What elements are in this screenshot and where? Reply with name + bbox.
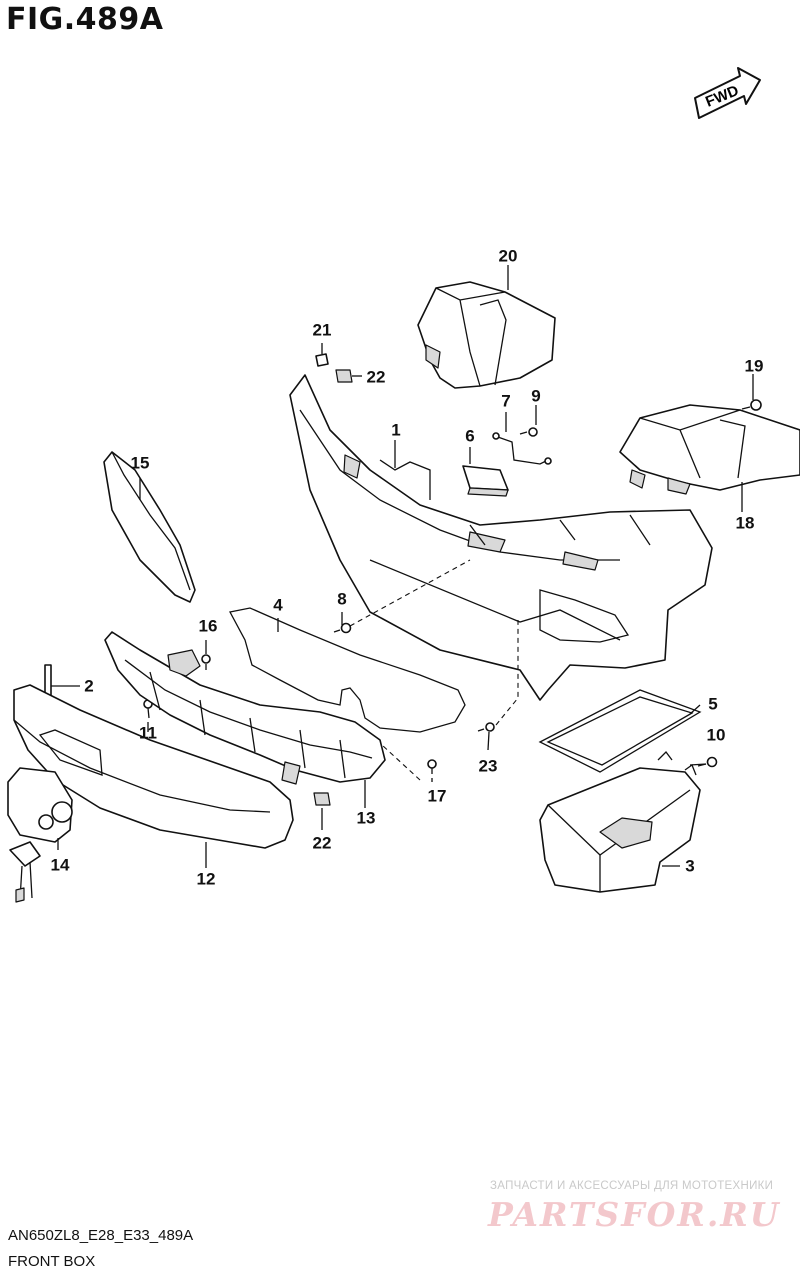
part-12-front-lid[interactable] (13, 684, 294, 849)
callout-21[interactable]: 21 (312, 320, 332, 340)
leader-lines (57, 265, 754, 868)
part-21-nut[interactable] (315, 353, 329, 367)
callout-17[interactable]: 17 (427, 786, 447, 806)
callout-4[interactable]: 4 (273, 595, 283, 615)
callout-6[interactable]: 6 (465, 426, 475, 446)
callout-20[interactable]: 20 (498, 246, 518, 266)
callout-1[interactable]: 1 (391, 420, 401, 440)
part-19-screw[interactable] (741, 399, 762, 411)
figure-name: FRONT BOX (8, 1253, 96, 1270)
part-9-screw[interactable] (519, 427, 538, 437)
part-20-upper-cover[interactable] (417, 281, 556, 389)
part-18-right-side-cover[interactable] (619, 404, 800, 495)
part-13-inner-frame[interactable] (104, 631, 386, 785)
part-16-screw[interactable] (201, 654, 211, 670)
callout-22-lower[interactable]: 22 (312, 833, 332, 853)
part-15-left-side-cover[interactable] (103, 451, 196, 603)
callout-15[interactable]: 15 (130, 453, 150, 473)
part-17-screw[interactable] (381, 744, 437, 781)
figure-title: FIG.489A (6, 2, 164, 37)
callout-10[interactable]: 10 (706, 725, 726, 745)
callout-14[interactable]: 14 (50, 855, 70, 875)
callout-9[interactable]: 9 (531, 386, 541, 406)
callout-2[interactable]: 2 (84, 676, 94, 696)
forward-direction-badge: FWD (694, 67, 761, 119)
callout-5[interactable]: 5 (708, 694, 718, 714)
callout-3[interactable]: 3 (685, 856, 695, 876)
callout-11[interactable]: 11 (139, 723, 157, 743)
callout-18[interactable]: 18 (735, 513, 755, 533)
callout-22-upper[interactable]: 22 (366, 367, 386, 387)
part-1-inner-panel[interactable] (289, 374, 713, 701)
part-10-screw[interactable] (697, 756, 718, 768)
part-4-seal[interactable] (229, 607, 466, 733)
watermark-brand: PARTSFOR.RU (488, 1195, 781, 1234)
part-23-screw[interactable] (477, 620, 519, 732)
watermark-tagline: ЗАПЧАСТИ И АКСЕССУАРЫ ДЛЯ МОТОТЕХНИКИ (490, 1180, 774, 1192)
callout-19[interactable]: 19 (744, 356, 764, 376)
part-7-wire[interactable] (492, 432, 552, 465)
callout-13[interactable]: 13 (356, 808, 376, 828)
callout-12[interactable]: 12 (196, 869, 216, 889)
callout-8[interactable]: 8 (337, 589, 347, 609)
part-6-pad[interactable] (462, 465, 509, 497)
callout-16[interactable]: 16 (198, 616, 218, 636)
part-3-storage-box[interactable] (539, 751, 701, 893)
part-8-screw[interactable] (333, 559, 471, 634)
part-22-nut-upper[interactable] (335, 369, 353, 383)
part-22-nut-lower[interactable] (313, 792, 331, 806)
callout-7[interactable]: 7 (501, 391, 511, 411)
callout-23[interactable]: 23 (478, 756, 498, 776)
figure-code: AN650ZL8_E28_E33_489A (8, 1227, 194, 1244)
part-5-gasket[interactable] (538, 689, 702, 773)
part-14-lock-set[interactable] (7, 767, 73, 903)
